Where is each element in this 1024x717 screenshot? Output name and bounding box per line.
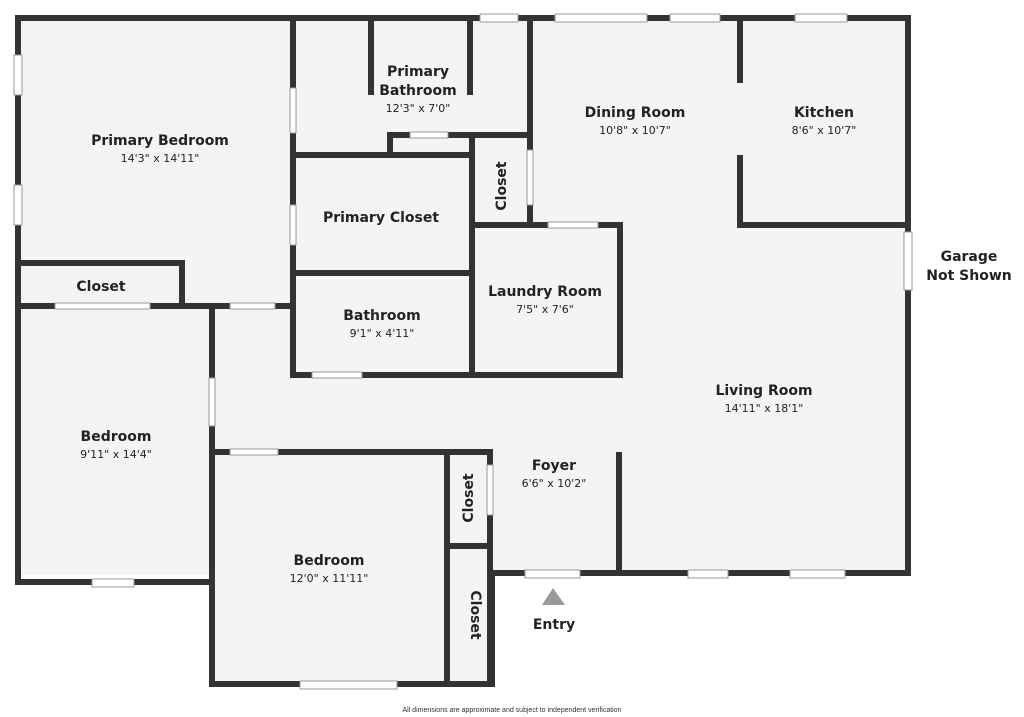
room-name-primary-closet: Primary Closet xyxy=(323,210,439,226)
room-name-closet-bedroom-upper: Closet xyxy=(461,473,477,523)
disclaimer: All dimensions are approximate and subje… xyxy=(402,707,621,714)
room-name-primary-bedroom: Primary Bedroom xyxy=(91,133,229,149)
windows xyxy=(13,13,913,690)
room-name-closet-left: Closet xyxy=(76,279,126,295)
garage-label-line2: Not Shown xyxy=(926,268,1011,284)
garage-label-line1: Garage xyxy=(941,249,998,265)
room-name-closet-bedroom-lower: Closet xyxy=(467,590,483,640)
floor-area xyxy=(15,15,910,687)
room-dims-laundry-room: 7'5" x 7'6" xyxy=(516,303,574,316)
walls xyxy=(15,15,911,687)
room-dims-foyer: 6'6" x 10'2" xyxy=(522,477,587,490)
room-name-living-room: Living Room xyxy=(715,383,812,399)
room-name-hall-closet: Closet xyxy=(494,161,510,211)
room-name-laundry-room: Laundry Room xyxy=(488,284,602,300)
room-name-kitchen: Kitchen xyxy=(794,105,854,121)
room-dims-bathroom: 9'1" x 4'11" xyxy=(350,327,415,340)
room-dims-bedroom-bottom: 12'0" x 11'11" xyxy=(290,572,369,585)
entry-label: Entry xyxy=(533,617,575,633)
room-name-bedroom-bottom: Bedroom xyxy=(294,553,365,569)
entry-arrow-icon xyxy=(542,588,565,605)
room-name-primary-bathroom-line2: Bathroom xyxy=(379,83,457,99)
room-dims-dining-room: 10'8" x 10'7" xyxy=(599,124,671,137)
room-name-dining-room: Dining Room xyxy=(585,105,686,121)
room-dims-kitchen: 8'6" x 10'7" xyxy=(792,124,857,137)
room-name-bedroom-left: Bedroom xyxy=(81,429,152,445)
room-name-bathroom: Bathroom xyxy=(343,308,421,324)
room-dims-bedroom-left: 9'11" x 14'4" xyxy=(80,448,152,461)
room-name-foyer: Foyer xyxy=(532,458,576,474)
room-dims-living-room: 14'11" x 18'1" xyxy=(725,402,804,415)
room-name-primary-bathroom-line1: Primary xyxy=(387,64,449,80)
room-dims-primary-bedroom: 14'3" x 14'11" xyxy=(121,152,200,165)
room-dims-primary-bathroom: 12'3" x 7'0" xyxy=(386,102,451,115)
